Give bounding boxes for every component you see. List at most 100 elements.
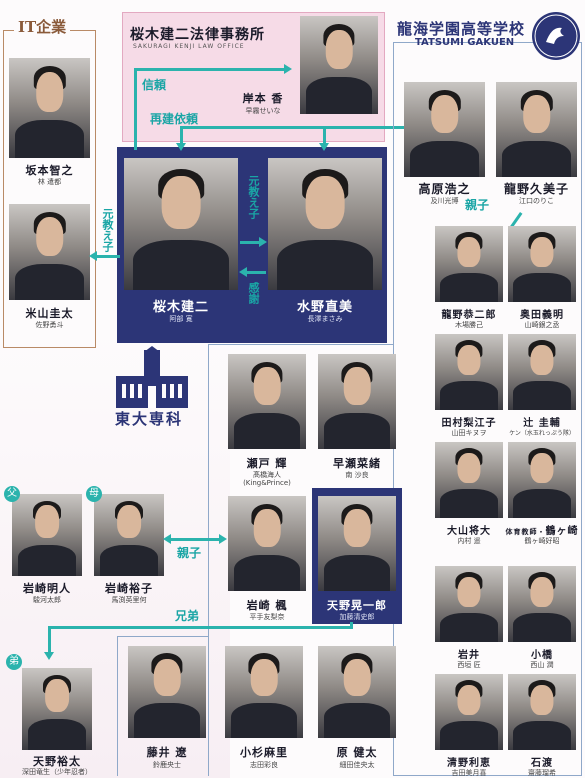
name-sakamoto: 坂本智之	[25, 164, 74, 177]
photo-amano-koichiro	[318, 496, 396, 591]
photo-iwasaki-kaede	[228, 496, 306, 591]
rebuild-line-left-drop	[180, 126, 183, 144]
it-company-title: IT企業	[14, 16, 71, 37]
name-tsuruga-main: 鶴ヶ崎	[545, 526, 579, 537]
label-parent-child-school: 親子	[465, 198, 490, 212]
name-iwasaki-yuko: 岩崎裕子	[105, 582, 153, 595]
name-hara: 原 健太	[336, 746, 378, 759]
photo-hara	[318, 646, 396, 738]
name-ryuno-kyozaburo: 龍野恭二郎	[441, 310, 497, 321]
actor-hayase: 南 沙良	[345, 471, 369, 479]
brothers-arrow-head	[44, 652, 54, 660]
rebuild-line-right-drop	[323, 126, 326, 144]
name-kishimoto: 岸本 香	[242, 92, 284, 105]
name-kohashi: 小橋	[531, 650, 553, 661]
former-student-arrow-head	[89, 251, 97, 261]
law-office-subtitle: SAKURAGI KENJI LAW OFFICE	[133, 43, 245, 50]
name-mizuno: 水野直美	[296, 300, 353, 315]
actor-kohashi: 西山 潤	[530, 661, 554, 669]
name-tsuruga-prefix: 体育教師・	[505, 527, 546, 536]
actor-fujii: 鈴鹿央士	[153, 761, 181, 769]
photo-seto	[228, 354, 306, 449]
former-student-line	[96, 255, 120, 258]
photo-iwasaki-akito	[12, 494, 82, 576]
actor-iwasaki-akito: 駿河太郎	[33, 596, 61, 604]
school-inner-frame	[208, 344, 394, 776]
name-fujii: 藤井 遼	[146, 746, 188, 759]
name-amano-koichiro: 天野晃一郎	[327, 599, 387, 612]
name-iwasaki-kaede: 岩崎 楓	[246, 599, 288, 612]
actor-kiyono: 吉田美月喜	[451, 769, 487, 777]
actor-sakamoto: 林 遣都	[37, 178, 62, 186]
photo-yoneyama	[9, 204, 90, 300]
name-kosugi: 小杉麻里	[240, 746, 288, 759]
actor-ishiwata: 齋藤瑠希	[528, 769, 556, 777]
todai-label: 東大専科	[115, 410, 184, 428]
actor-takahara: 及川光博	[430, 197, 459, 205]
name-ryuno-kumiko: 龍野久美子	[503, 182, 569, 196]
actor-seto-note: (King&Prince)	[243, 479, 291, 487]
school-emblem-icon	[532, 12, 580, 60]
name-ishiwata: 石渡	[531, 758, 553, 769]
photo-ishiwata	[508, 674, 576, 750]
actor-hara: 細田佳央太	[339, 761, 375, 769]
photo-takahara	[404, 82, 485, 177]
actor-tsuji: ケン（水玉れっぷう隊）	[509, 430, 575, 437]
name-okuda: 奥田義明	[520, 310, 564, 321]
trust-line-vertical	[134, 70, 137, 150]
photo-kosugi	[225, 646, 303, 738]
arrow-gratitude-head	[239, 267, 247, 277]
actor-kosugi: 志田彩良	[250, 761, 278, 769]
label-trust: 信頼	[142, 78, 167, 92]
actor-ohyama: 内村 遥	[457, 537, 481, 545]
todai-building-icon	[116, 346, 188, 408]
name-takahara: 高原浩之	[418, 182, 471, 196]
father-badge: 父	[4, 486, 20, 502]
photo-fujii	[128, 646, 206, 738]
photo-tsuruga	[508, 442, 576, 518]
photo-tamura	[435, 334, 503, 410]
iwasaki-parent-child-head-right	[219, 534, 227, 544]
actor-ryuno-kumiko: 江口のりこ	[519, 197, 554, 205]
photo-ohyama	[435, 442, 503, 518]
law-office-title: 桜木建二法律事務所	[130, 27, 265, 43]
name-tamura: 田村梨江子	[441, 418, 497, 429]
name-tsuruga: 体育教師・鶴ヶ崎	[500, 522, 584, 537]
actor-ryuno-kyozaburo: 木場勝己	[455, 321, 483, 329]
school-subtitle: TATSUMI GAKUEN	[415, 37, 515, 48]
brothers-line-up	[350, 622, 353, 629]
photo-tsuji	[508, 334, 576, 410]
photo-sakamoto	[9, 58, 90, 158]
mother-badge: 母	[86, 486, 102, 502]
photo-mizuno	[268, 158, 382, 290]
school-lower-frame	[117, 636, 209, 776]
name-hayase: 早瀬菜緒	[333, 457, 381, 470]
photo-kishimoto	[300, 16, 378, 114]
arrow-former-teacher-line	[240, 241, 260, 244]
photo-kiyono	[435, 674, 503, 750]
iwasaki-parent-child-line	[170, 538, 220, 541]
photo-sakuragi	[124, 158, 238, 290]
actor-amano-yuta: 深田竜生（少年忍者）	[22, 768, 92, 776]
brothers-line-horizontal	[48, 626, 353, 629]
actor-iwasaki-kaede: 平手友梨奈	[249, 613, 285, 621]
arrow-former-teacher-head	[259, 237, 267, 247]
name-tsuji: 辻 圭輔	[523, 418, 561, 429]
actor-seto: 髙橋海人	[253, 471, 281, 479]
name-amano-yuta: 天野裕太	[33, 755, 81, 768]
arrow-gratitude-line	[246, 271, 266, 274]
trust-arrow-head	[284, 64, 292, 74]
actor-amano-koichiro: 加藤清史郎	[339, 613, 375, 621]
label-parent-child-iwasaki: 親子	[177, 546, 202, 560]
rebuild-line-horizontal	[180, 126, 410, 129]
rebuild-arrow-right-head	[319, 143, 329, 151]
name-sakuragi: 桜木建二	[152, 300, 209, 315]
name-kiyono: 清野利恵	[447, 758, 491, 769]
name-ohyama: 大山将大	[447, 526, 491, 537]
actor-kishimoto: 早霧せいな	[245, 107, 281, 115]
actor-tsuruga: 鶴ヶ崎好昭	[524, 537, 560, 545]
label-former-student: 元教え子	[101, 208, 114, 252]
name-iwai: 岩井	[458, 650, 480, 661]
photo-amano-yuta	[22, 668, 92, 750]
label-rebuild-request: 再建依頼	[150, 112, 199, 126]
